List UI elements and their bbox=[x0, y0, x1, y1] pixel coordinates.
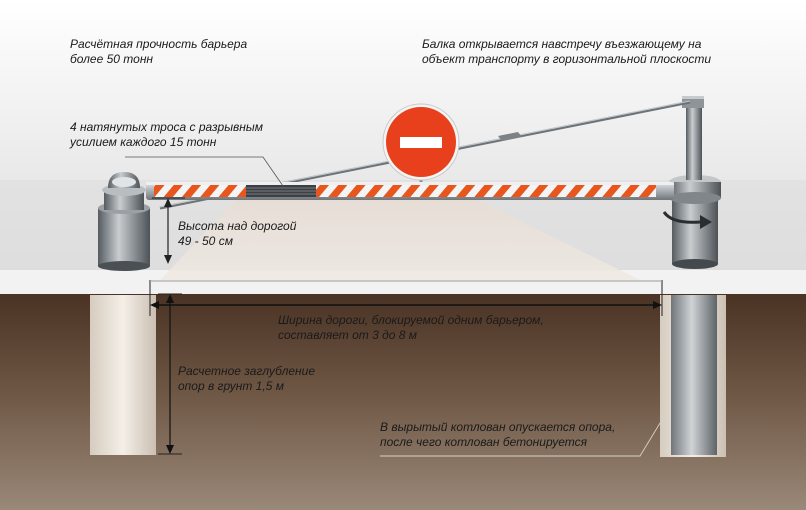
pit-label-line-2: после чего котлован бетонируется bbox=[380, 435, 588, 449]
cables-label-line-1: 4 натянутых троса с разрывным bbox=[70, 120, 263, 134]
depth-label: Расчетное заглубление опор в грунт 1,5 м bbox=[178, 364, 315, 394]
cables-label: 4 натянутых троса с разрывным усилием ка… bbox=[70, 120, 263, 150]
no-entry-sign-icon bbox=[382, 103, 460, 186]
beam-shadow bbox=[160, 196, 640, 280]
pit-leader-line bbox=[380, 409, 669, 457]
depth-dimension bbox=[158, 293, 182, 455]
left-foundation bbox=[90, 295, 156, 455]
depth-label-line-1: Расчетное заглубление bbox=[178, 364, 315, 378]
height-dimension bbox=[152, 197, 185, 264]
pit-label-line-1: В вырытый котлован опускается опора, bbox=[380, 420, 616, 434]
height-label: Высота над дорогой 49 - 50 см bbox=[178, 219, 296, 249]
depth-label-line-2: опор в грунт 1,5 м bbox=[178, 379, 284, 393]
right-cylinder bbox=[669, 175, 721, 269]
opening-label-line-2: объект транспорту в горизонтальной плоск… bbox=[422, 52, 712, 66]
width-dimension bbox=[149, 280, 663, 316]
strength-label-line-1: Расчётная прочность барьера bbox=[70, 37, 248, 51]
width-label: Ширина дороги, блокируемой одним барьеро… bbox=[278, 313, 544, 343]
rotation-arrow-icon bbox=[662, 211, 712, 229]
strength-label-line-2: более 50 тонн bbox=[70, 52, 154, 66]
cables-label-line-2: усилием каждого 15 тонн bbox=[70, 135, 217, 149]
cables-leader-line bbox=[125, 156, 284, 187]
height-label-line-2: 49 - 50 см bbox=[178, 234, 233, 248]
right-support-pipe bbox=[671, 295, 717, 455]
strength-label: Расчётная прочность барьера более 50 тон… bbox=[70, 37, 247, 67]
pit-label: В вырытый котлован опускается опора, пос… bbox=[380, 420, 615, 450]
left-cylinder bbox=[98, 172, 150, 271]
height-label-line-1: Высота над дорогой bbox=[178, 219, 297, 233]
width-label-line-2: составляет от 3 до 8 м bbox=[278, 328, 418, 342]
right-pole bbox=[682, 96, 704, 180]
barrier-beam bbox=[146, 182, 674, 200]
width-label-line-1: Ширина дороги, блокируемой одним барьеро… bbox=[278, 313, 544, 327]
opening-label: Балка открывается навстречу въезжающему … bbox=[422, 37, 711, 67]
opening-label-line-1: Балка открывается навстречу въезжающему … bbox=[422, 37, 702, 51]
